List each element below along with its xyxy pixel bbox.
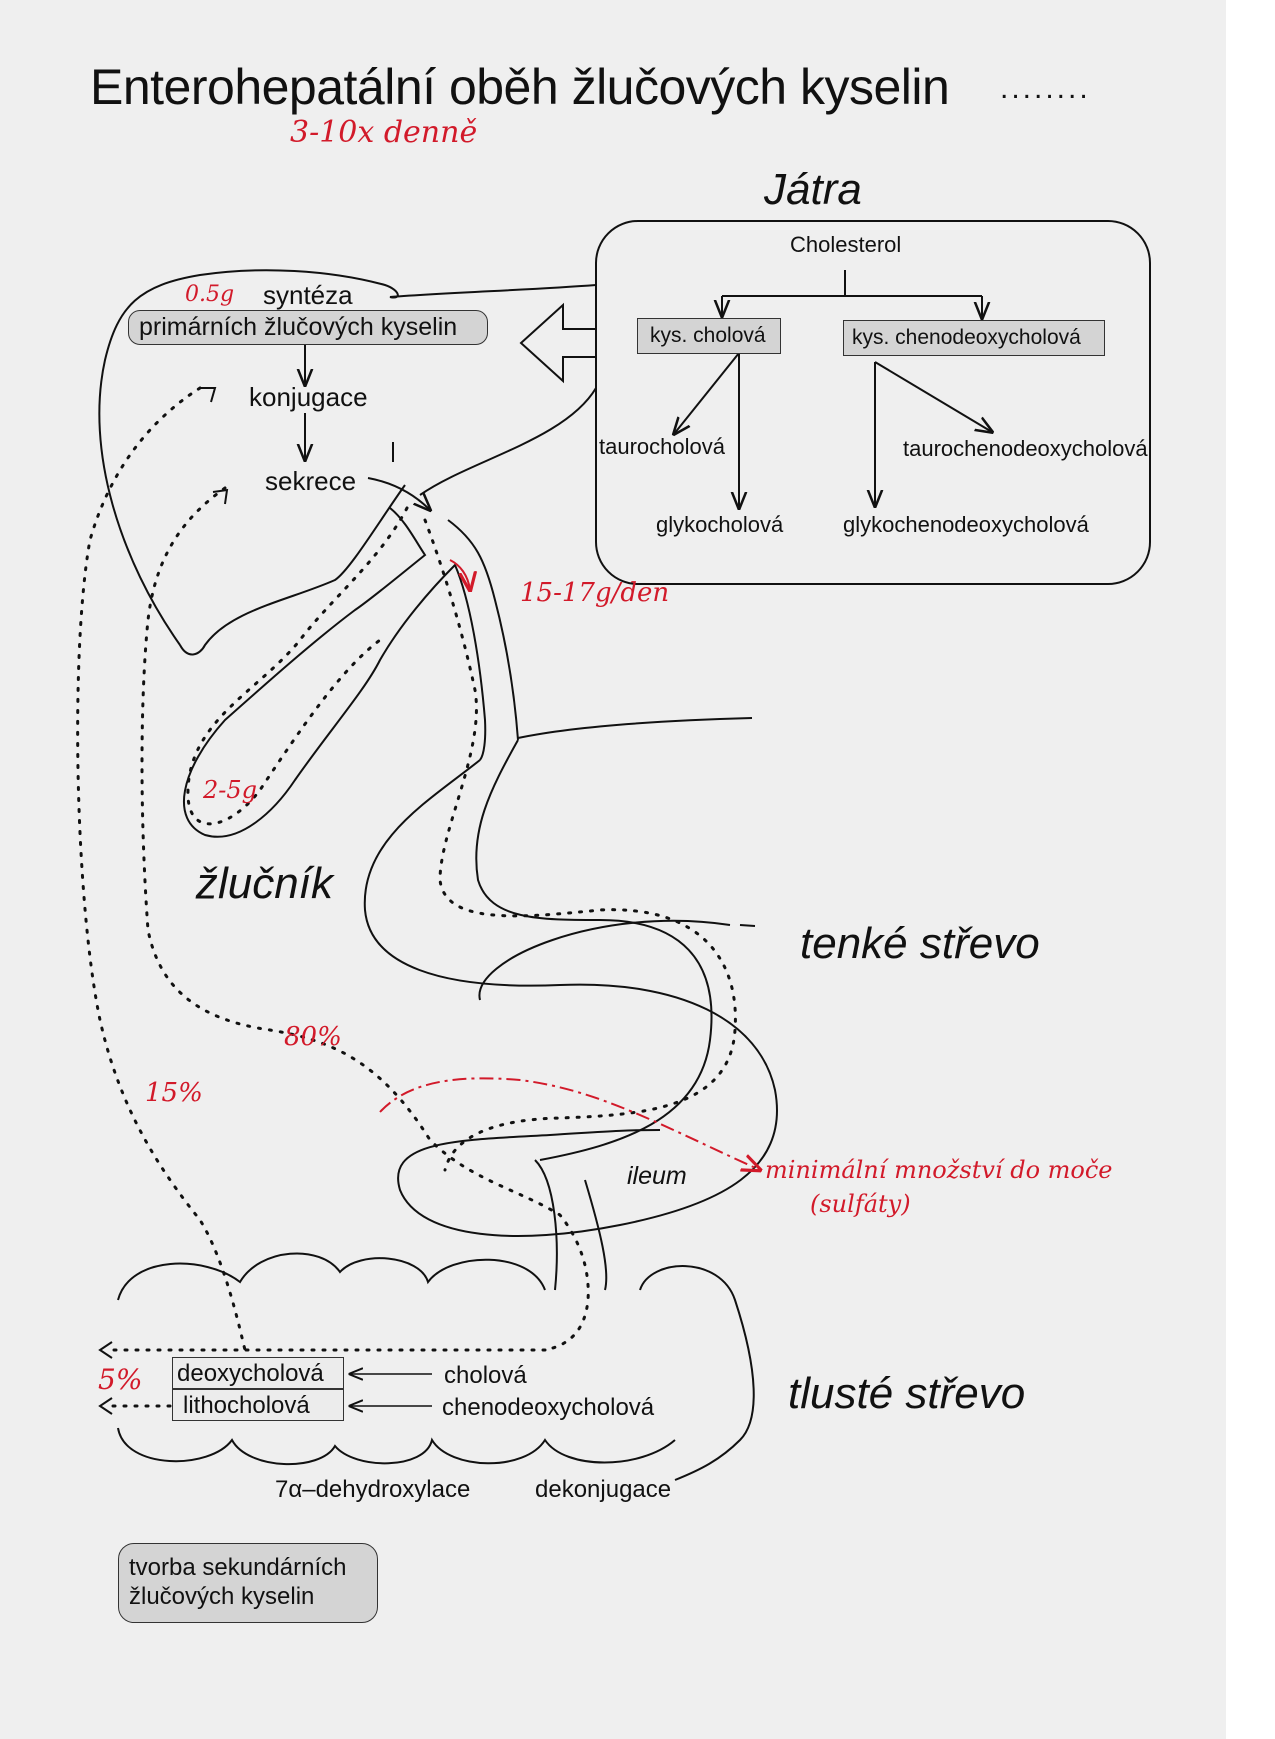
title-dots: ........ (1000, 72, 1091, 105)
red-flow-arrow (449, 559, 470, 590)
region-small-intestine: tenké střevo (800, 919, 1040, 968)
glycochenodeoxycholic-label: glykochenodeoxycholová (843, 512, 1089, 537)
region-liver: Játra (764, 165, 862, 214)
primary-acids-box: primárních žlučových kyselin (128, 310, 488, 345)
red-urine-arrow (379, 1077, 760, 1170)
cholic-acid-box: kys. cholová (637, 318, 781, 354)
cholic-acid-label: kys. cholová (650, 324, 766, 347)
lithocholic-label: lithocholová (183, 1392, 310, 1419)
deoxycholic-box: deoxycholová (172, 1357, 344, 1389)
bile-duct-gallbladder (183, 507, 519, 838)
secretion-label: sekrece (265, 466, 357, 496)
hollow-arrow (519, 302, 595, 384)
reabsorption-15-note: 15% (145, 1078, 203, 1108)
chenodeoxycholic-acid-label: kys. chenodeoxycholová (852, 326, 1081, 349)
primary-acids-label: primárních žlučových kyselin (139, 313, 458, 341)
step-arrows (305, 343, 430, 510)
urine-note-sulfates: (sulfáty) (810, 1190, 911, 1218)
liver-box (595, 220, 1151, 585)
frequency-note: 3-10x denně (290, 115, 478, 150)
chenodeoxycholic-acid-box: kys. chenodeoxycholová (843, 320, 1105, 356)
large-intestine-bottom (117, 1427, 676, 1465)
cholic-label: cholová (444, 1362, 527, 1389)
taurochenodeoxycholic-label: taurochenodeoxycholová (903, 436, 1148, 461)
dotted-arrowheads (98, 387, 229, 1415)
liver-outline (98, 269, 597, 656)
large-intestine-right (639, 1265, 755, 1481)
gallbladder-amount-note: 2-5g (203, 776, 258, 804)
synthesis-amount-note: 0.5g (185, 282, 235, 307)
cholesterol-label: Cholesterol (790, 232, 902, 257)
taurocholic-label: taurocholová (599, 434, 725, 459)
duodenum-edge (517, 717, 753, 739)
secondary-acids-legend: tvorba sekundárních žlučových kyselin (118, 1543, 378, 1623)
dotted-circulation (76, 386, 737, 1408)
region-gallbladder: žlučník (196, 859, 333, 908)
daily-flow-note: 15-17g/den (520, 578, 670, 608)
cholesterol-branches (674, 270, 992, 508)
colon-arrows (350, 1374, 432, 1406)
synthesis-label: syntéza (263, 280, 353, 310)
lithocholic-box: lithocholová (172, 1389, 344, 1421)
deoxycholic-label: deoxycholová (177, 1360, 324, 1387)
page-title: Enterohepatální oběh žlučových kyselin (90, 59, 950, 115)
reabsorption-80-note: 80% (284, 1022, 342, 1052)
small-intestine-extra (478, 919, 756, 1001)
excretion-5-note: 5% (98, 1363, 143, 1396)
deconjugation-label: dekonjugace (535, 1476, 672, 1503)
chenodeoxycholic-label: chenodeoxycholová (442, 1394, 655, 1421)
legend-line-2: žlučových kyselin (129, 1582, 315, 1610)
small-intestine-inner (475, 739, 713, 1291)
conjugation-label: konjugace (249, 382, 368, 412)
small-intestine-outer (363, 759, 778, 1291)
region-large-intestine: tlusté střevo (788, 1369, 1026, 1418)
large-intestine-top (117, 1252, 546, 1301)
region-ileum: ileum (627, 1162, 687, 1190)
dehydroxylation-label: 7α–dehydroxylace (275, 1476, 471, 1503)
glycocholic-label: glykocholová (656, 512, 784, 537)
page-margin (1226, 0, 1275, 1739)
urine-note: minimální množství do moče (765, 1156, 1113, 1184)
legend-line-1: tvorba sekundárních (129, 1554, 347, 1581)
